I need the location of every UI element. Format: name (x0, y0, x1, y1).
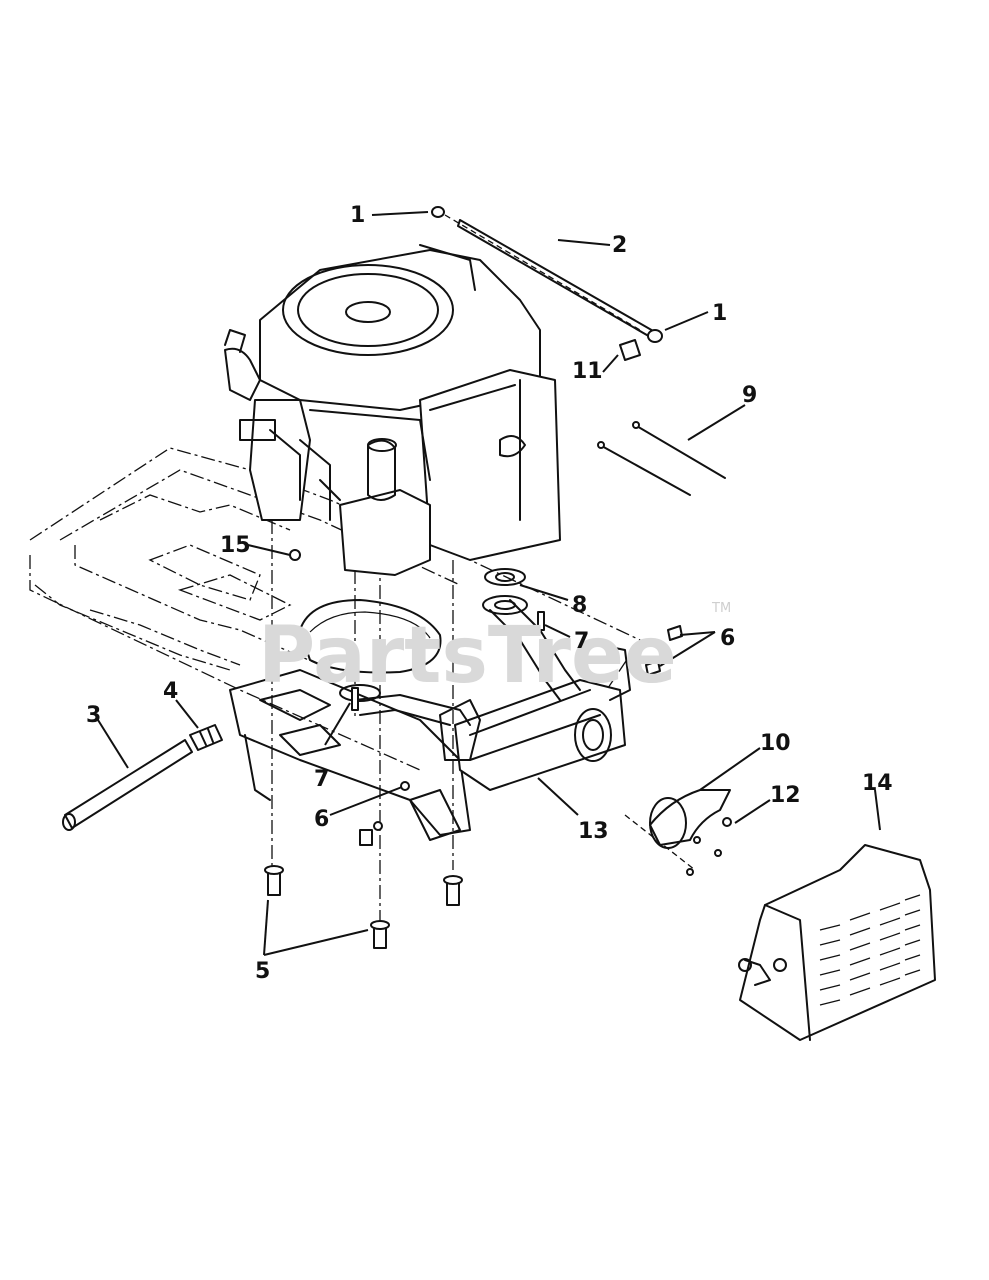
callout-13: 13 (578, 819, 609, 844)
bolts (264, 829, 463, 949)
cable-ties (597, 421, 726, 496)
exhaust-pipes (339, 568, 581, 726)
callout-6-upper: 6 (720, 626, 735, 651)
callout-8: 8 (572, 593, 587, 618)
muffler (439, 679, 626, 791)
watermark: PartsTree TM (258, 601, 731, 701)
alignment-lines (271, 214, 696, 925)
callout-4: 4 (163, 679, 178, 704)
callout-10: 10 (760, 731, 791, 756)
engine (224, 244, 561, 576)
callout-15: 15 (220, 533, 251, 558)
muffler-bracket (409, 644, 631, 841)
callout-12: 12 (770, 783, 801, 808)
watermark-text: PartsTree (258, 611, 677, 701)
callout-14: 14 (862, 771, 893, 796)
callout-labels: 1 2 1 11 9 15 8 7 6 4 3 7 6 13 10 12 14 … (86, 203, 893, 984)
callout-7-upper: 7 (574, 629, 589, 654)
fuel-tube (62, 739, 193, 831)
small-fasteners (289, 549, 732, 876)
leader-lines (97, 211, 881, 956)
callout-2: 2 (612, 233, 627, 258)
muffler-guard (738, 844, 936, 1041)
callout-9: 9 (742, 383, 757, 408)
callout-1-top: 1 (350, 203, 365, 228)
callout-3: 3 (86, 703, 101, 728)
callout-11: 11 (572, 359, 603, 384)
heat-shield-bracket (649, 789, 731, 849)
fitting (189, 724, 223, 751)
callout-7-lower: 7 (314, 767, 329, 792)
spacer (619, 339, 641, 361)
callout-6-lower: 6 (314, 807, 329, 832)
throttle-rod (431, 206, 663, 343)
watermark-trademark: TM (711, 601, 731, 616)
callout-5: 5 (255, 959, 270, 984)
callout-1-right: 1 (712, 301, 727, 326)
